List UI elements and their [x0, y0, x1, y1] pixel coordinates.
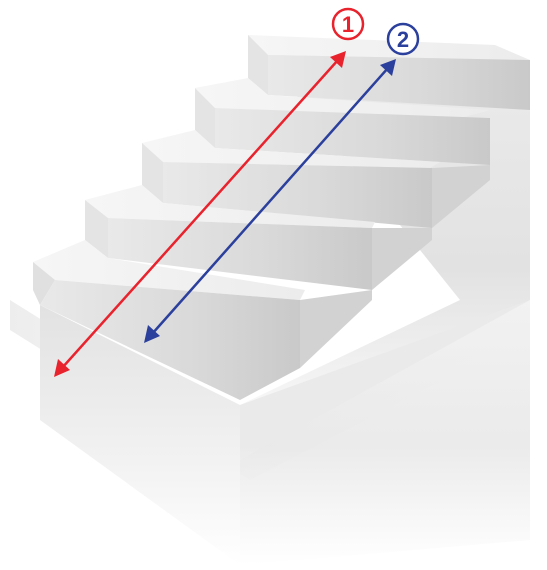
- landing-edge-3: [432, 165, 490, 228]
- landing-edge-2: [372, 228, 432, 290]
- arrow-1: [54, 51, 346, 377]
- stair-base-front: [40, 305, 240, 565]
- label-2-text: 2: [397, 27, 409, 52]
- label-2-badge: 2: [386, 22, 420, 56]
- arrow-2: [144, 59, 396, 343]
- step-5: [248, 35, 530, 110]
- step-1: [33, 240, 305, 400]
- landing-edge: [300, 290, 372, 368]
- step-2: [85, 185, 375, 290]
- label-1-text: 1: [342, 12, 354, 37]
- label-1-badge: 1: [331, 7, 365, 41]
- stair-base-right: [240, 300, 530, 565]
